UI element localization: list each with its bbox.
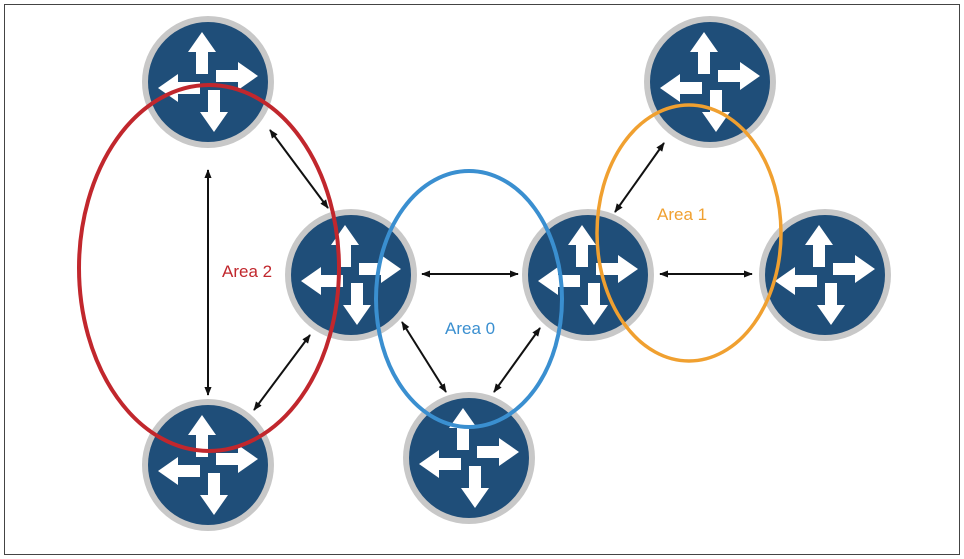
- router-icon: [285, 209, 417, 341]
- router-arrow: [200, 90, 228, 132]
- router-arrow: [805, 225, 833, 267]
- router-icon: [142, 16, 274, 148]
- link-bottom-center-mid-right: [493, 327, 541, 393]
- link-top-left-mid-left: [269, 129, 329, 209]
- link-mid-left-bottom-center: [401, 321, 447, 393]
- router-body: [409, 398, 529, 518]
- router-arrow: [538, 267, 580, 295]
- router-icon: [759, 209, 891, 341]
- router-arrow: [580, 283, 608, 325]
- router-icon: [403, 392, 535, 524]
- router-arrow: [568, 225, 596, 267]
- router-icon: [644, 16, 776, 148]
- routers-layer: [142, 16, 891, 531]
- router-body: [291, 215, 411, 335]
- links-layer: [204, 129, 753, 411]
- area-2-boundary: [77, 83, 341, 453]
- router-icon: [142, 399, 274, 531]
- router-arrow: [596, 255, 638, 283]
- router-arrow: [188, 415, 216, 457]
- area-1-label: Area 1: [657, 205, 707, 224]
- router-arrow: [660, 74, 702, 102]
- router-body: [528, 215, 648, 335]
- router-arrow: [718, 62, 760, 90]
- router-body: [765, 215, 885, 335]
- router-arrow: [200, 473, 228, 515]
- router-arrow: [301, 267, 343, 295]
- router-arrow: [690, 32, 718, 74]
- router-arrow: [188, 32, 216, 74]
- router-arrow: [216, 445, 258, 473]
- router-arrow: [158, 457, 200, 485]
- area-0-boundary: [374, 169, 564, 429]
- link-mid-right-top-right: [614, 142, 665, 213]
- areas-layer: [77, 83, 783, 453]
- area-1-boundary: [595, 103, 783, 363]
- router-arrow: [419, 450, 461, 478]
- router-arrow: [449, 408, 477, 450]
- router-arrow: [817, 283, 845, 325]
- router-icon: [522, 209, 654, 341]
- figure-border: [4, 4, 960, 555]
- router-arrow: [216, 62, 258, 90]
- area-2-label: Area 2: [222, 262, 272, 281]
- router-body: [148, 22, 268, 142]
- router-arrow: [477, 438, 519, 466]
- router-arrow: [461, 466, 489, 508]
- router-body: [650, 22, 770, 142]
- area-0-label: Area 0: [445, 319, 495, 338]
- router-arrow: [833, 255, 875, 283]
- router-arrow: [343, 283, 371, 325]
- router-arrow: [775, 267, 817, 295]
- router-body: [148, 405, 268, 525]
- link-bottom-left-mid-left: [253, 334, 311, 411]
